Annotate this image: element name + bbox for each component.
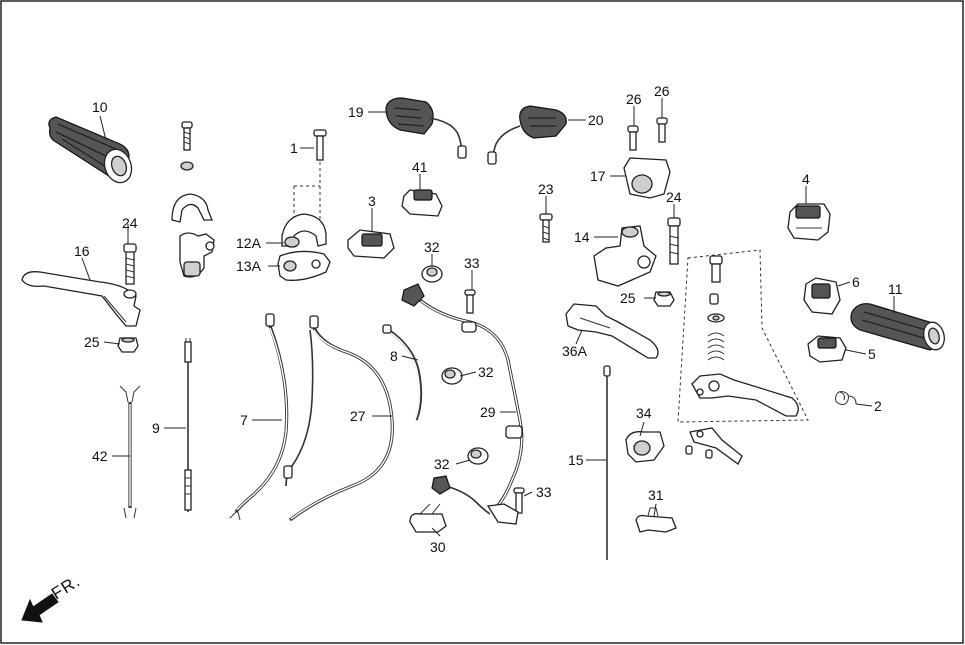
throttle-clamp-part [277, 129, 331, 281]
label-1: 1 [290, 140, 298, 156]
choke-cable-rod-part [184, 338, 192, 512]
label-26-right: 26 [654, 83, 670, 99]
label-24-left: 24 [122, 215, 138, 231]
label-42: 42 [92, 448, 108, 464]
small-switch-41-part [401, 189, 443, 217]
part-labels: 10 19 20 26 26 1 41 17 23 24 3 14 4 12A … [74, 83, 903, 555]
bracket-34-part [625, 431, 665, 463]
label-6: 6 [852, 274, 860, 290]
spring-2-part [835, 391, 857, 405]
label-17: 17 [590, 168, 606, 184]
label-32-low: 32 [434, 456, 450, 472]
leader-lines [81, 98, 895, 537]
label-32-top: 32 [424, 239, 440, 255]
left-switch-housing-part [171, 121, 215, 278]
label-5: 5 [868, 346, 876, 362]
label-20: 20 [588, 112, 604, 128]
label-29: 29 [480, 404, 496, 420]
label-4: 4 [802, 171, 810, 187]
label-25-right: 25 [620, 290, 636, 306]
right-mirror-part [487, 105, 567, 165]
label-31: 31 [648, 487, 664, 503]
label-32-mid: 32 [478, 364, 494, 380]
bushing-32-top-part [421, 265, 443, 283]
switch-4-part [787, 203, 831, 241]
label-41: 41 [412, 159, 428, 175]
front-direction-indicator: FR. [21, 571, 84, 623]
label-30: 30 [430, 539, 446, 555]
left-lever-part [21, 243, 141, 327]
clamp-17-part [623, 157, 671, 199]
label-25-left: 25 [84, 334, 100, 350]
left-grip-part [48, 116, 133, 184]
label-2: 2 [874, 398, 882, 414]
brake-hose-part [401, 283, 524, 525]
switch-3-part [347, 229, 395, 259]
clutch-cable-part [229, 313, 289, 521]
label-13a: 13A [236, 258, 262, 274]
bolt-23-part [539, 213, 553, 243]
bolt-33-top-part [464, 289, 476, 314]
bolt-26-right-part [656, 117, 668, 143]
left-nut-part [117, 337, 139, 353]
label-14: 14 [574, 229, 590, 245]
front-direction-arrow-icon [21, 593, 59, 623]
lever-assembly-detail [677, 249, 809, 423]
label-3: 3 [368, 193, 376, 209]
label-15: 15 [568, 452, 584, 468]
switch-6-part [803, 277, 841, 315]
master-cylinder-14-part [593, 225, 657, 287]
brake-lever-36a-part [565, 303, 659, 359]
left-mirror-part [385, 97, 467, 159]
bolt-26-left-part [627, 125, 639, 151]
plate-part [685, 427, 743, 465]
bushing-32-low-part [467, 447, 489, 465]
right-grip-part [850, 303, 945, 351]
label-19: 19 [348, 104, 364, 120]
label-23: 23 [538, 181, 554, 197]
throttle-cable-part [283, 315, 423, 522]
label-10: 10 [92, 99, 108, 115]
label-36a: 36A [562, 343, 588, 359]
label-12a: 12A [236, 235, 262, 251]
wire-harness-part [119, 385, 141, 519]
label-11: 11 [888, 281, 903, 297]
nut-25-right-part [653, 291, 675, 307]
label-8: 8 [390, 348, 398, 364]
label-34: 34 [636, 405, 652, 421]
label-7: 7 [240, 412, 248, 428]
label-33-low: 33 [536, 484, 552, 500]
rod-15-part [603, 365, 611, 560]
label-9: 9 [152, 420, 160, 436]
bolt-24-right-part [667, 217, 681, 265]
clip-30-part [409, 503, 447, 533]
label-26-left: 26 [626, 91, 642, 107]
label-27: 27 [350, 408, 366, 424]
bushing-32-mid-part [441, 367, 463, 385]
label-16: 16 [74, 243, 90, 259]
label-24-right: 24 [666, 189, 682, 205]
clip-31-part [635, 507, 677, 533]
switch-5-part [807, 335, 847, 363]
bolt-33-low-part [513, 487, 525, 514]
label-33-top: 33 [464, 255, 480, 271]
